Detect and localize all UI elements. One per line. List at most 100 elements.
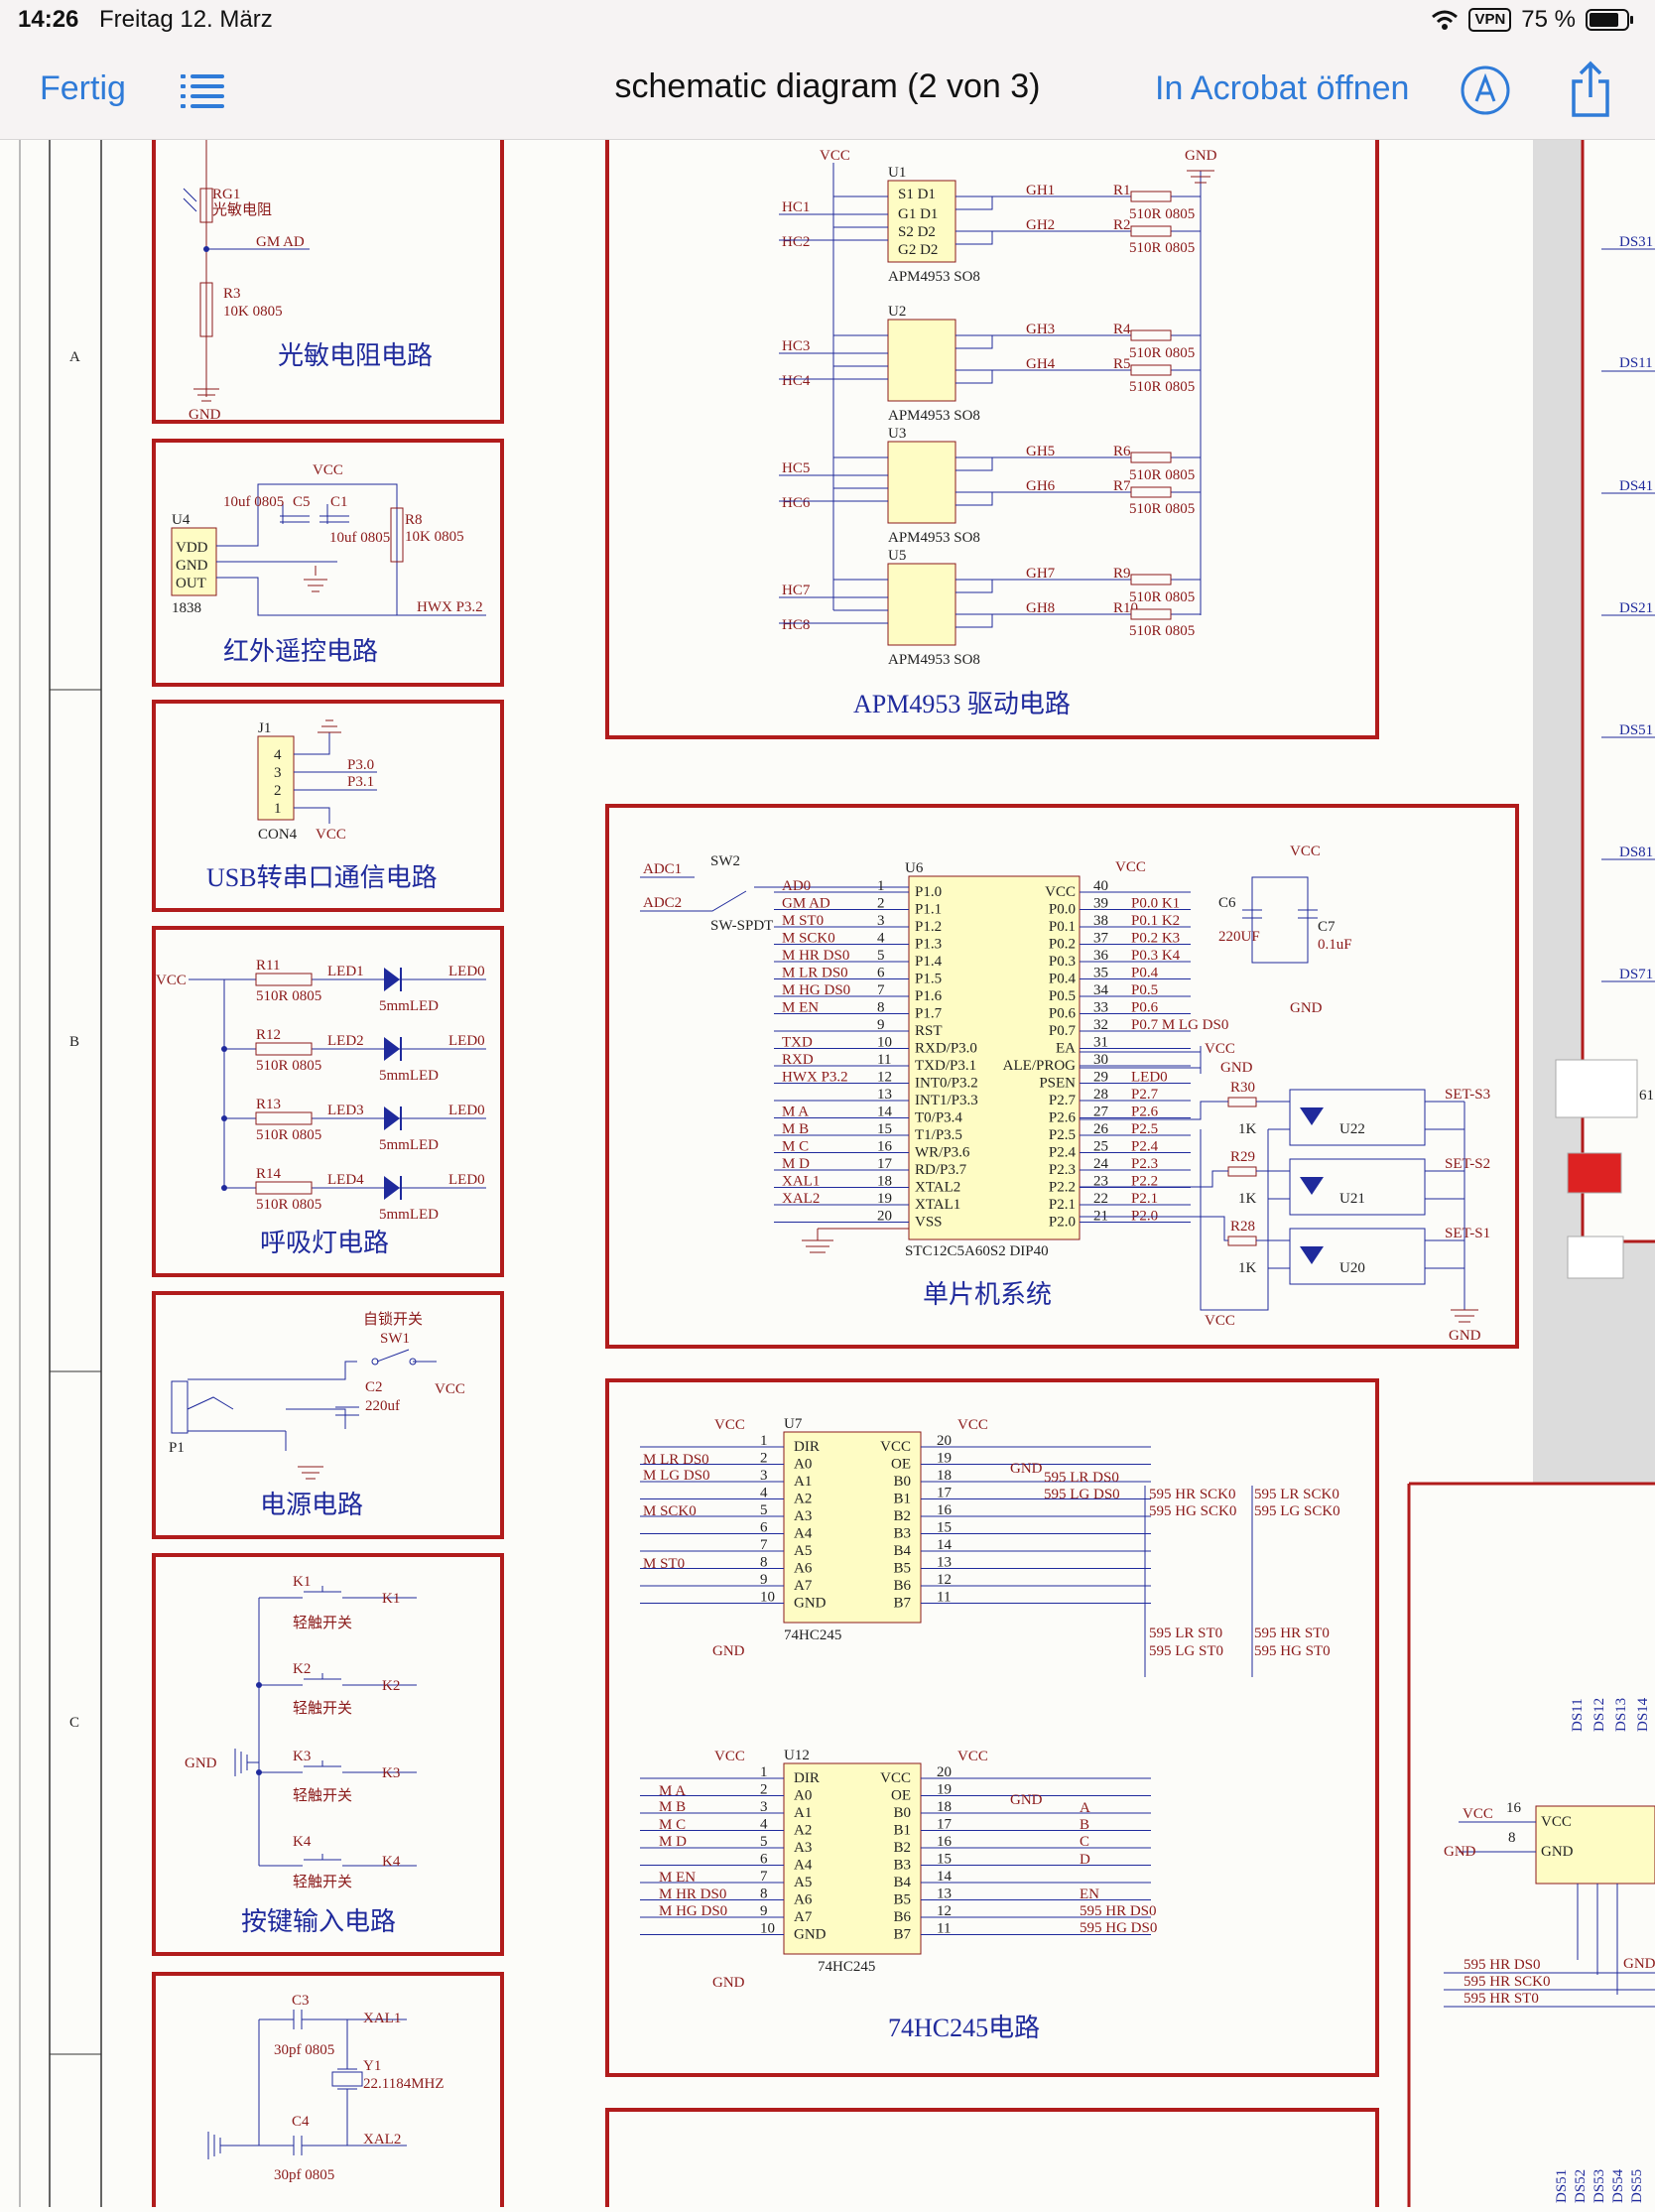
svg-text:DS52: DS52 [1573,2169,1589,2203]
svg-text:M C: M C [659,1817,686,1833]
svg-text:R8: R8 [405,512,423,528]
svg-text:R11: R11 [256,958,280,974]
svg-text:OUT: OUT [176,576,206,591]
right-edge-ds-labels: DS31 DS11 DS41 DS21 DS51 DS81 DS71 [1619,234,1653,982]
svg-text:GND: GND [1623,1956,1655,1972]
mcu-pin-number: 29 [1093,1070,1108,1086]
mcu-pin-label: P0.5 [1049,988,1076,1004]
done-button[interactable]: Fertig [40,69,126,107]
markup-pen-icon[interactable] [1459,64,1512,117]
mcu-title: 单片机系统 [923,1280,1052,1309]
crystal-circuit: C3 30pf 0805 XAL1 Y1 22.1184MHZ C4 30pf … [152,1972,504,2207]
page-thumbnail-2[interactable] [1567,1152,1622,1194]
svg-text:K4: K4 [382,1854,401,1870]
open-in-acrobat-button[interactable]: In Acrobat öffnen [1155,69,1410,107]
svg-text:R13: R13 [256,1097,281,1112]
hc245-pin-number: 4 [760,1486,768,1501]
svg-text:U7: U7 [784,1416,803,1432]
apm-chip-u3: U3 APM4953 SO8 HC5 HC6 GH5 GH6 R6 R7 510… [779,426,1201,546]
svg-text:GH2: GH2 [1026,217,1055,233]
led-row-3: R13 510R 0805 LED3 LED0 5mmLED [221,1097,486,1153]
svg-text:M LG DS0: M LG DS0 [643,1468,710,1484]
mcu-pin-label: P1.6 [915,988,943,1004]
hc245-pin-label: B1 [893,1823,911,1839]
usb-title: USB转串口通信电路 [206,863,438,892]
hc245-pin-label: GND [794,1927,827,1943]
hc245-pin-number: 12 [937,1572,952,1588]
mcu-pin-label: P2.7 [1049,1093,1077,1108]
mcu-net-label: HWX P3.2 [782,1070,848,1086]
svg-text:VCC: VCC [820,148,850,164]
hc245-pin-number: 20 [937,1433,952,1449]
svg-text:SW1: SW1 [380,1331,410,1347]
svg-text:S1 D1: S1 D1 [898,187,936,202]
svg-text:VCC: VCC [957,1749,988,1764]
page-thumbnail-3[interactable] [1567,1236,1624,1279]
svg-text:M HG DS0: M HG DS0 [659,1903,727,1919]
hc245-pin-label: A5 [794,1875,812,1890]
svg-text:GND: GND [185,1756,217,1771]
hc245-pin-number: 4 [760,1817,768,1833]
ds-label: DS51 [1619,722,1653,738]
svg-text:GH5: GH5 [1026,444,1055,459]
apm-chip-u2: U2 APM4953 SO8 HC3 HC4 GH3 GH4 R4 R5 510… [779,304,1201,424]
mcu-net-label: P2.1 [1131,1191,1158,1207]
mcu-net-label: RXD [782,1052,814,1068]
svg-text:C4: C4 [292,2114,310,2130]
svg-text:R3: R3 [223,286,241,302]
hc245-pin-number: 8 [760,1555,768,1571]
mcu-pin-number: 8 [877,1000,885,1016]
hc245-pin-number: 16 [937,1502,953,1518]
keys-title: 按键输入电路 [241,1907,396,1936]
hc245-pin-label: A0 [794,1457,812,1473]
svg-text:M B: M B [659,1799,686,1815]
svg-text:SET-S2: SET-S2 [1445,1156,1490,1172]
svg-text:LED0: LED0 [448,1103,485,1118]
svg-text:R5: R5 [1113,356,1131,372]
svg-text:C3: C3 [292,1993,310,2009]
hc245-pin-label: A1 [794,1474,812,1490]
svg-text:510R 0805: 510R 0805 [1129,345,1195,361]
pdf-page[interactable]: A B C DS31 DS11 DS41 DS21 DS51 DS81 DS71… [0,140,1655,2207]
svg-text:K3: K3 [382,1765,400,1781]
page-thumbnail-1[interactable] [1555,1059,1638,1118]
svg-text:VCC: VCC [1115,859,1146,875]
svg-text:10uf 0805: 10uf 0805 [329,530,390,546]
svg-text:CON4: CON4 [258,827,298,843]
svg-text:R12: R12 [256,1027,281,1043]
mcu-pin-number: 11 [877,1052,891,1068]
svg-text:DS13: DS13 [1613,1698,1629,1732]
usb-circuit: J1 4 3 2 1 P3.0 P3.1 CON4 VCC USB转串口通信电路 [152,700,504,912]
svg-text:轻触开关: 轻触开关 [293,1787,352,1804]
svg-text:C1: C1 [330,494,348,510]
vpn-badge: VPN [1468,8,1512,32]
mcu-pin-label: P2.5 [1049,1127,1076,1143]
mcu-pin-number: 14 [877,1105,893,1120]
svg-text:STC12C5A60S2 DIP40: STC12C5A60S2 DIP40 [905,1243,1049,1259]
hc245-pin-label: A6 [794,1561,813,1577]
svg-text:510R 0805: 510R 0805 [256,1058,321,1074]
mcu-net-label: GM AD [782,896,830,912]
list-icon[interactable] [179,71,226,111]
mcu-pin-number: 4 [877,931,885,947]
mcu-pin-number: 27 [1093,1105,1109,1120]
battery-percent: 75 % [1521,6,1576,33]
share-icon[interactable] [1566,60,1615,119]
mcu-net-label: LED0 [1131,1070,1168,1086]
svg-text:U21: U21 [1339,1191,1365,1207]
hc245-pin-number: 14 [937,1537,953,1553]
svg-text:VCC: VCC [714,1749,745,1764]
svg-text:GH6: GH6 [1026,478,1056,494]
svg-text:U20: U20 [1339,1260,1365,1276]
svg-text:G1 D1: G1 D1 [898,206,938,222]
mcu-pin-label: RD/P3.7 [915,1162,967,1178]
hc245-pin-label: B7 [893,1596,911,1612]
hc245-pin-number: 2 [760,1451,768,1467]
ldr-circuit: RG1 光敏电阻 GM AD R3 10K 0805 GND 光敏电阻电路 [152,140,504,424]
ds-label: DS31 [1619,234,1653,250]
svg-text:10uf 0805: 10uf 0805 [223,494,284,510]
svg-text:VCC: VCC [435,1381,465,1397]
svg-text:595 LG ST0: 595 LG ST0 [1149,1643,1223,1659]
mcu-pin-label: P2.3 [1049,1162,1076,1178]
